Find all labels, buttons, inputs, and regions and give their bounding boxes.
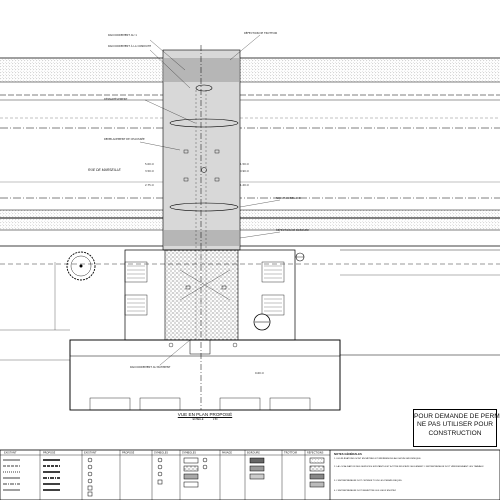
building-footprint [0,249,500,411]
view-scale-label: ÉCHELLE [192,418,204,421]
note-item: 2. LA LOCALISATION DES SERVICES EXISTANT… [334,466,485,468]
dimension-text: 5.00 m [145,162,155,166]
legend-header: TROTTOIR [284,451,297,455]
callout-text: RÉFECTION DE BORDURE [276,227,309,232]
dimension-text: 2.75 m [145,183,155,187]
callout-text: RACCORDEMENT AU BÂTIMENT [130,364,171,369]
manhole-symbols [168,252,305,348]
callout-text: RACCORDEMENT À LA CONDUITE [108,43,151,48]
legend-header: PAVAGE [222,451,232,455]
stamp-line: CONSTRUCTION [428,429,482,437]
legend-header: RÉFECTIONS [307,450,324,455]
callout-text: REMPLACEMENT DE CHAUSSÉE [104,136,145,141]
legend-header: EXISTANT [4,451,17,455]
tree-symbol [66,251,96,281]
legend-header: BORDURE [247,451,260,455]
dimension-text: 1.20 m [240,183,250,187]
view-scale: ÉCHELLE 1:50 [170,418,240,421]
stamp-line: POUR DEMANDE DE PERMIS [414,413,500,420]
view-title-block: VUE EN PLAN PROPOSÉ ÉCHELLE 1:50 [170,412,240,421]
legend-header: SYMBOLES [182,451,196,455]
leader-lines [139,34,281,366]
legend-header: PROPOSÉ [43,450,56,455]
legend-header: EXISTANT [84,451,97,455]
dimension-text: 1.50 m [240,162,250,166]
legend-header: SYMBOLES [154,451,168,455]
callout-text: RÉFECTION DE TROTTOIR [244,30,277,35]
view-title: VUE EN PLAN PROPOSÉ [177,412,233,417]
view-scale-value: 1:50 [212,418,218,421]
callout-text: DÉMANTÈLEMENT [104,96,128,101]
dimension-text: 3.50 m [145,169,155,173]
permit-stamp: POUR DEMANDE DE PERMIS NE PAS UTILISER P… [413,409,500,447]
legend-header: PROPOSÉ [122,450,135,455]
dimension-text: 0.60 m [255,371,265,375]
callout-text: NOUVEAU REGARD [276,196,301,200]
dimension-text: 0.90 m [240,169,250,173]
callout-labels: RACCORDEMENT AU 1 RACCORDEMENT À LA COND… [4,30,324,455]
note-item: 1. LES ÉLÉVATIONS SONT EN MÈTRES ET RÉFÉ… [334,458,422,460]
notes-title: NOTES GÉNÉRALES [334,452,362,456]
note-item: 3. L'ENTREPRENEUR DOIT OBTENIR TOUS LES … [334,480,403,482]
note-item: 4. L'ENTREPRENEUR DOIT REMETTRE LES LIEU… [334,490,397,492]
stamp-line: NE PAS UTILISER POUR [416,421,494,429]
callout-text: RACCORDEMENT AU 1 [108,33,137,37]
excavation-zone [162,45,241,410]
legend-table [0,449,500,500]
road-band [0,57,500,265]
street-label: RUE DE MARSEILLE [88,168,121,172]
